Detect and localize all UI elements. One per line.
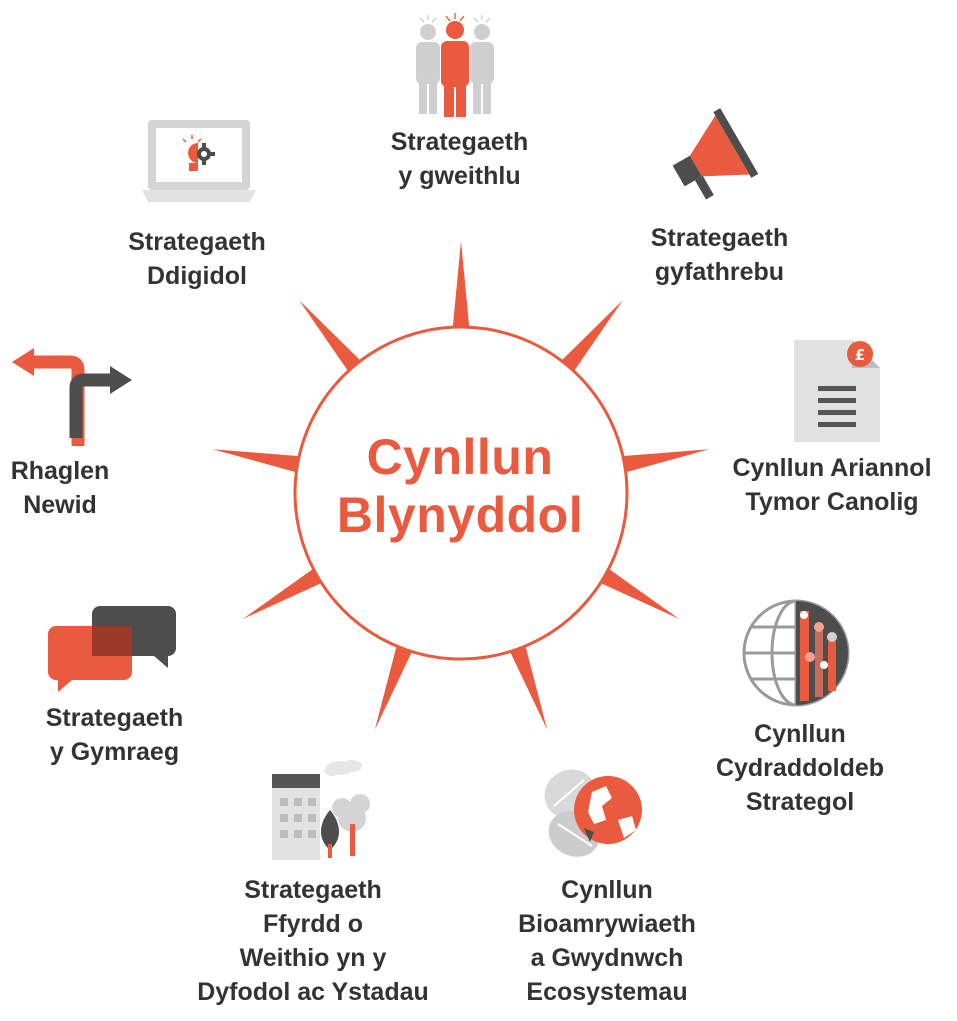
label-workforce-strategy: Strategaeth y gweithlu bbox=[352, 125, 567, 193]
sun-spike bbox=[595, 565, 680, 619]
label-welsh-language-strategy: Strategaeth y Gymraeg bbox=[12, 701, 217, 769]
sun-spike bbox=[507, 640, 548, 730]
label-biodiversity-plan: Cynllun Bioamrywiaeth a Gwydnwch Ecosyst… bbox=[487, 873, 727, 1009]
label-line: Strategaeth bbox=[390, 128, 529, 156]
label-line: Ffyrdd o bbox=[263, 910, 363, 938]
sun-spike bbox=[616, 449, 710, 474]
center-circle bbox=[293, 325, 629, 661]
label-line: Cynllun bbox=[561, 876, 653, 904]
label-strategic-equality-plan: Cynllun Cydraddoldeb Strategol bbox=[700, 717, 900, 819]
label-digital-strategy: Strategaeth Ddigidol bbox=[92, 225, 302, 293]
speech-bubbles-icon bbox=[48, 606, 176, 692]
sun-spike bbox=[212, 449, 306, 474]
center-title-line-2: Blynyddol bbox=[336, 487, 584, 543]
workforce-people-icon bbox=[416, 13, 494, 117]
sun-spike bbox=[452, 241, 470, 334]
label-line: Newid bbox=[23, 491, 97, 519]
equality-globe-icon bbox=[742, 599, 850, 707]
label-line: Ecosystemau bbox=[526, 978, 688, 1006]
sun-spike bbox=[557, 300, 623, 377]
label-line: Strategaeth bbox=[128, 228, 266, 256]
label-medium-term-financial-plan: Cynllun Ariannol Tymor Canolig bbox=[712, 451, 952, 519]
label-line: Cynllun bbox=[754, 720, 846, 748]
label-change-programme: Rhaglen Newid bbox=[0, 454, 120, 522]
label-line: Ddigidol bbox=[147, 262, 247, 290]
label-line: y Gymraeg bbox=[49, 738, 180, 766]
label-line: y gweithlu bbox=[398, 162, 521, 190]
label-line: a Gwydnwch bbox=[530, 944, 684, 972]
sun-spike bbox=[299, 300, 365, 377]
megaphone-icon bbox=[672, 108, 759, 200]
label-line: gyfathrebu bbox=[654, 258, 785, 286]
center-title: Cynllun Blynyddol bbox=[300, 428, 620, 544]
label-line: Cynllun Ariannol bbox=[732, 454, 932, 482]
biodiversity-globe-icon bbox=[544, 769, 642, 857]
label-future-ways-of-working-strategy: Strategaeth Ffyrdd o Weithio yn y Dyfodo… bbox=[163, 873, 463, 1009]
label-line: Tymor Canolig bbox=[745, 488, 919, 516]
label-communications-strategy: Strategaeth gyfathrebu bbox=[612, 221, 827, 289]
center-title-line-1: Cynllun bbox=[366, 429, 554, 485]
sun-spike bbox=[242, 565, 327, 619]
label-line: Strategaeth bbox=[45, 704, 184, 732]
label-line: Strategaeth bbox=[650, 224, 789, 252]
sun-spike bbox=[374, 640, 415, 730]
label-line: Rhaglen bbox=[10, 457, 110, 485]
label-line: Strategaeth bbox=[244, 876, 382, 904]
laptop-idea-icon bbox=[142, 120, 256, 202]
label-line: Strategol bbox=[745, 788, 855, 816]
label-line: Dyfodol ac Ystadau bbox=[197, 978, 429, 1006]
label-line: Weithio yn y bbox=[239, 944, 387, 972]
sun-spikes bbox=[212, 241, 710, 730]
buildings-trees-icon bbox=[272, 760, 370, 860]
label-line: Cydraddoldeb bbox=[715, 754, 885, 782]
label-line: Bioamrywiaeth bbox=[518, 910, 696, 938]
change-arrows-icon bbox=[12, 348, 132, 446]
svg-text:£: £ bbox=[855, 346, 865, 364]
finance-document-icon: £ bbox=[794, 340, 880, 442]
